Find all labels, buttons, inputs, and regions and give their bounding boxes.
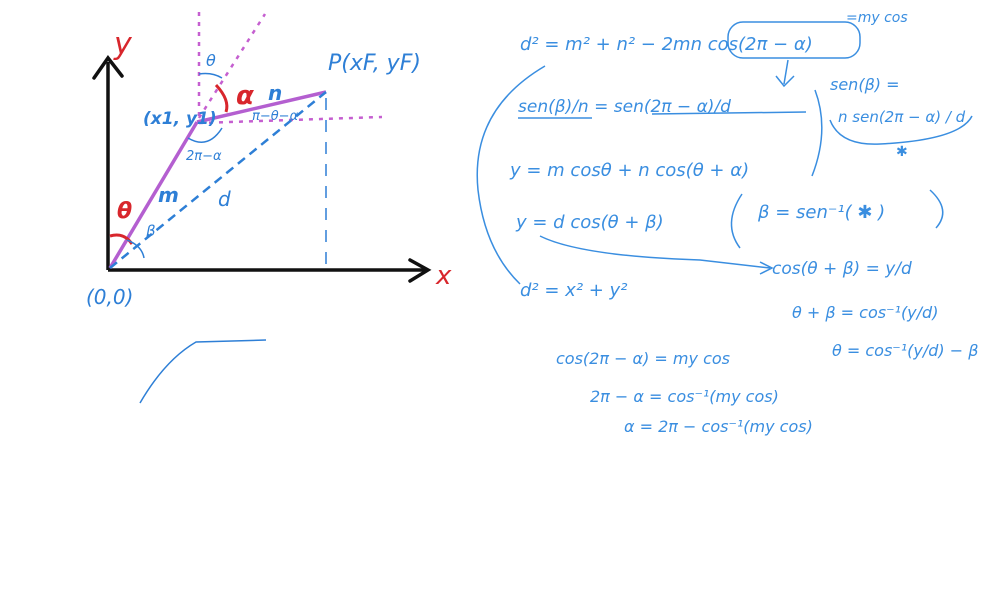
- link-n-label: n: [268, 81, 282, 105]
- angle-pi-theta-alpha-label: π−θ−α: [252, 109, 299, 124]
- equation-2-side-bottom: n sen(2π − α) / d: [838, 108, 966, 126]
- distance-d-line: [109, 91, 327, 269]
- equation-2: sen(β)/n = sen(2π − α)/d: [518, 97, 731, 117]
- point-p-label: P(xF, yF): [328, 51, 421, 76]
- angle-2pi-alpha-arc: [187, 127, 223, 143]
- right-paren-bracket: [811, 89, 823, 177]
- equation-6: d² = x² + y²: [520, 280, 627, 301]
- equation-5: cos(θ + β) = y/d: [772, 259, 912, 279]
- link-m-label: m: [158, 183, 179, 207]
- fraction-bar-eq2-right: [651, 111, 807, 115]
- axis-y-label: y: [113, 27, 133, 62]
- equation-4-side: β = sen⁻¹( ✱ ): [757, 202, 885, 223]
- equation-1: d² = m² + n² − 2mn cos(2π − α): [520, 34, 813, 55]
- bottom-connector-arrow: [539, 235, 774, 275]
- sen-beta-bracket: [829, 115, 973, 145]
- origin-label: (0,0): [86, 285, 133, 309]
- theta-left-label: θ: [117, 199, 132, 224]
- extension-guide-line: [197, 13, 267, 119]
- equation-10: 2π − α = cos⁻¹(my cos): [590, 387, 779, 406]
- alpha-label: α: [236, 81, 254, 111]
- angle-2pi-alpha-label: 2π−α: [186, 149, 222, 164]
- left-loop-bracket: [476, 65, 546, 285]
- distance-d-label: d: [218, 187, 231, 211]
- equation-4: y = d cos(θ + β): [515, 212, 664, 233]
- link-m: [108, 121, 199, 269]
- equation-8: θ = cos⁻¹(y/d) − β: [832, 341, 978, 360]
- equation-9: cos(2π − α) = my cos: [556, 349, 730, 368]
- equation-7: θ + β = cos⁻¹(y/d): [792, 303, 938, 322]
- equation-11: α = 2π − cos⁻¹(my cos): [624, 417, 813, 436]
- axis-x-label: x: [435, 261, 452, 291]
- alpha-arc: [214, 83, 229, 113]
- stray-stroke: [139, 339, 267, 404]
- theta-top-label: θ: [206, 51, 216, 70]
- cos-highlight-box: [727, 21, 861, 59]
- beta-right-paren: [929, 189, 944, 229]
- equation-2-side-top: sen(β) =: [830, 75, 900, 94]
- theta-top-arc: [198, 72, 223, 79]
- joint-label: (x1, y1): [143, 109, 217, 129]
- equation-2-star: ✱: [896, 144, 908, 160]
- beta-arc: [126, 239, 145, 259]
- beta-label: β: [145, 222, 156, 240]
- equation-1-note: =my cos: [846, 10, 908, 26]
- connector-arrow-down: [775, 59, 795, 88]
- equation-3: y = m cosθ + n cos(θ + α): [509, 160, 749, 181]
- y-axis-arrowhead: [92, 55, 124, 80]
- x-axis-arrowhead: [408, 258, 432, 283]
- link-n: [196, 90, 327, 124]
- beta-left-paren: [730, 193, 743, 249]
